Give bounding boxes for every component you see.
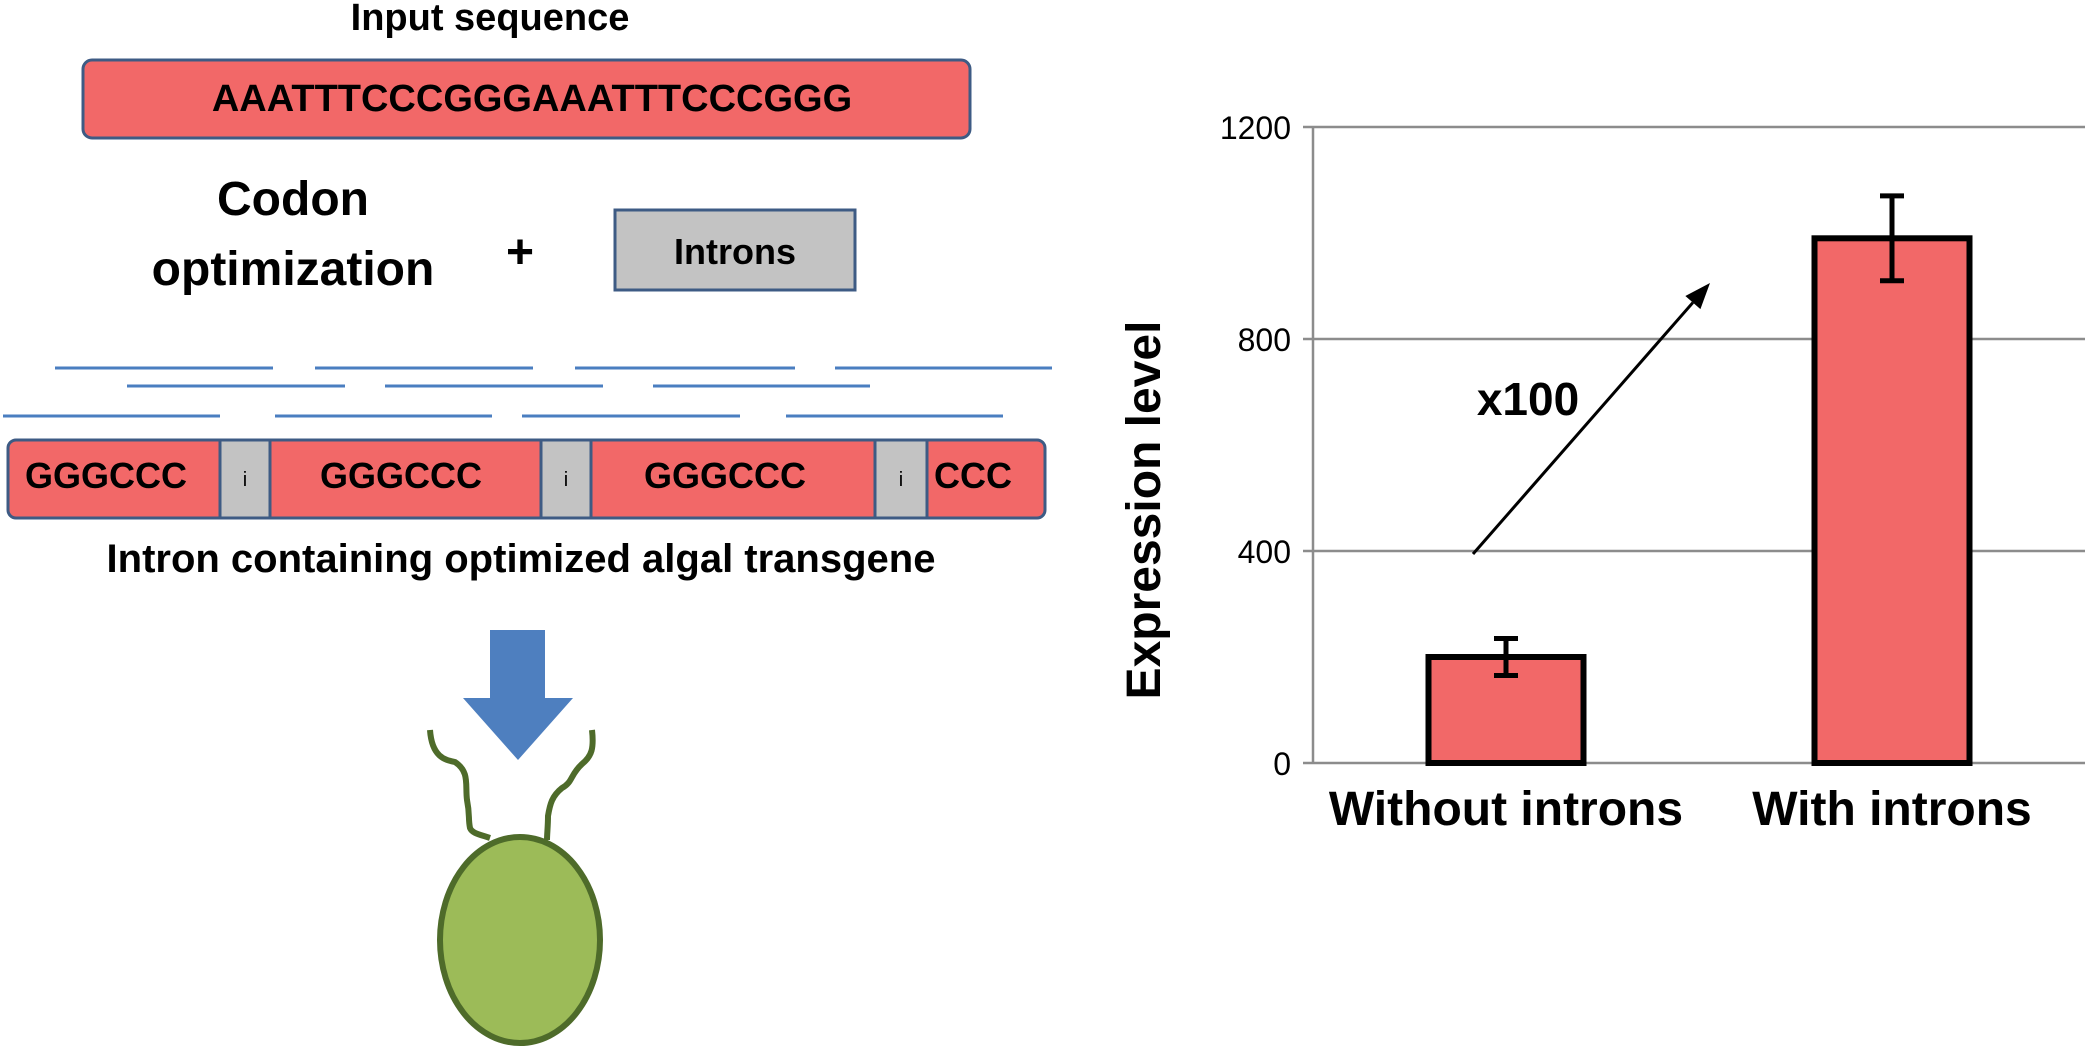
fold-change-label: x100 <box>1477 373 1579 425</box>
fold-change-arrow <box>1471 301 1695 555</box>
codon-optimization-line1: Codon <box>217 173 369 226</box>
flagellum-left <box>427 729 491 841</box>
y-tick-label: 1200 <box>1220 110 1291 146</box>
transgene-caption: Intron containing optimized algal transg… <box>107 537 936 581</box>
x-category-label: With introns <box>1752 783 2032 836</box>
y-axis-label: Expression level <box>1118 321 1171 700</box>
x-category-label: Without introns <box>1329 783 1683 836</box>
x-axis-labels: Without introns With introns <box>1329 783 2032 836</box>
input-sequence-box <box>81 58 972 140</box>
bar <box>1811 235 1973 767</box>
input-sequence-text: AAATTTCCCGGGAAATTTCCCGGG <box>212 78 852 120</box>
cell-body <box>437 834 603 1046</box>
exon-label: GGGCCC <box>644 455 806 496</box>
y-tick-label: 400 <box>1238 534 1291 570</box>
input-sequence-title: Input sequence <box>351 0 630 39</box>
transgene-diagram: Input sequence AAATTTCCCGGGAAATTTCCCGGG … <box>3 0 1052 1046</box>
plus-sign: + <box>506 226 534 279</box>
intron-label: i <box>243 469 247 491</box>
transgene-bar: GGGCCC i GGGCCC i GGGCCC i CCC <box>6 438 1047 520</box>
exon-label: GGGCCC <box>25 455 187 496</box>
flagellum-right <box>544 729 596 841</box>
alga-cell-icon <box>427 729 603 1046</box>
codon-optimization-line2: optimization <box>152 243 435 296</box>
exon-label: CCC <box>934 455 1012 496</box>
bars <box>1425 193 1973 767</box>
intron-segment <box>539 438 593 520</box>
intron-label: i <box>899 469 903 491</box>
intron-label: i <box>564 469 568 491</box>
introns-box-label: Introns <box>674 231 796 272</box>
read-lines <box>3 366 1052 418</box>
y-tick-label: 0 <box>1273 746 1291 782</box>
fold-change-arrowhead <box>1685 283 1710 310</box>
down-arrow-icon <box>463 630 573 760</box>
introns-box <box>613 208 857 292</box>
intron-segment <box>873 438 929 520</box>
y-axis-ticks: 0 400 800 1200 <box>1220 110 1291 782</box>
intron-segment <box>218 438 272 520</box>
exon-label: GGGCCC <box>320 455 482 496</box>
y-tick-label: 800 <box>1238 322 1291 358</box>
